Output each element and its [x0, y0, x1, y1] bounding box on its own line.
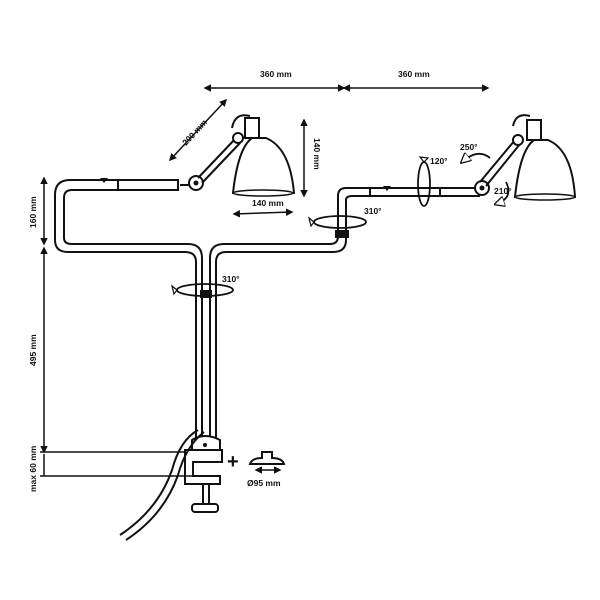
joint-tilt-label: 120°: [430, 156, 448, 166]
base-diameter-label: Ø95 mm: [247, 478, 281, 488]
rotation-indicators: [170, 154, 510, 297]
shade-tilt-label: 250°: [460, 142, 478, 152]
arm-left-label: 360 mm: [260, 69, 292, 79]
dimension-lines: [40, 84, 490, 476]
column-rotation-label: 310°: [222, 274, 240, 284]
arm-height-label: 160 mm: [28, 196, 38, 228]
table-clamp: [40, 429, 223, 541]
swing-arm-label: 200 mm: [180, 117, 209, 147]
shade-height-label: 140 mm: [312, 138, 322, 170]
lamp-frame: [54, 178, 480, 441]
clamp-max-label: max 60 mm: [28, 445, 38, 492]
shade-rotate-label: 210°: [494, 186, 512, 196]
elbow-collar: [335, 230, 349, 238]
right-shade-assembly: [474, 114, 577, 201]
column-collar: [200, 290, 212, 298]
labels: 360 mm 360 mm 200 mm 140 mm 140 mm 160 m…: [28, 69, 512, 492]
base-accessory: [248, 451, 286, 474]
shade-width-label: 140 mm: [252, 198, 284, 208]
left-lamp-shade: [231, 137, 296, 194]
column-height-label: 495 mm: [28, 334, 38, 366]
arm-right-label: 360 mm: [398, 69, 430, 79]
plus-sign: +: [227, 451, 239, 473]
left-shade-assembly: [180, 114, 296, 197]
elbow-rotation-label: 310°: [364, 206, 382, 216]
right-lamp-shade: [513, 139, 577, 198]
